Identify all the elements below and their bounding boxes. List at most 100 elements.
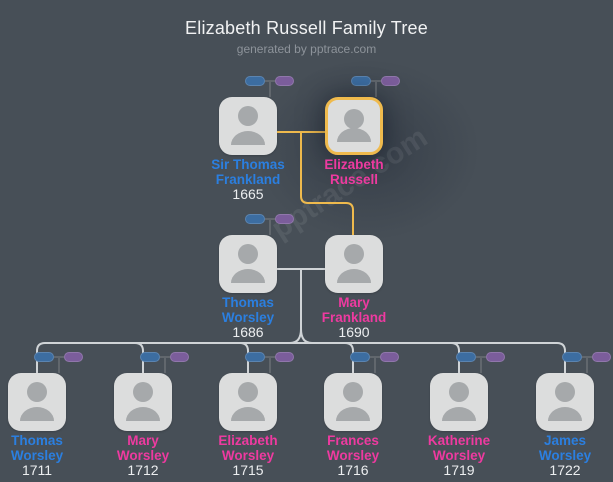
mother-indicator-pill[interactable]: [380, 352, 399, 362]
person-silhouette-icon: [337, 128, 371, 142]
person-silhouette-icon: [344, 109, 364, 129]
father-indicator-pill[interactable]: [245, 214, 265, 224]
person-silhouette-icon: [238, 382, 258, 402]
person-card-james-worsley: James Worsley 1722: [536, 352, 611, 478]
person-label: Frances Worsley 1716: [298, 433, 408, 478]
person-name: Worsley: [326, 448, 380, 463]
portrait[interactable]: [8, 373, 66, 431]
person-name: Mary: [127, 433, 159, 448]
person-label: Thomas Worsley 1711: [0, 433, 92, 478]
pill-stem: [58, 357, 60, 373]
person-card-frances-worsley: Frances Worsley 1716: [324, 352, 399, 478]
mother-indicator-pill[interactable]: [275, 76, 294, 86]
father-indicator-pill[interactable]: [351, 76, 371, 86]
birth-year: 1719: [443, 462, 475, 478]
portrait[interactable]: [324, 373, 382, 431]
person-silhouette-icon: [442, 407, 476, 421]
father-indicator-pill[interactable]: [456, 352, 476, 362]
father-indicator-pill[interactable]: [245, 76, 265, 86]
portrait-highlighted[interactable]: [325, 97, 383, 155]
mother-indicator-pill[interactable]: [275, 352, 294, 362]
parents-indicator: [562, 352, 611, 373]
person-name: James: [543, 433, 587, 448]
person-card-sir-thomas-frankland: Sir Thomas Frankland 1665: [211, 76, 294, 202]
portrait[interactable]: [114, 373, 172, 431]
person-label: Katherine Worsley 1719: [404, 433, 514, 478]
person-silhouette-icon: [231, 131, 265, 145]
person-name: Mary: [338, 295, 370, 310]
person-card-elizabeth-worsley: Elizabeth Worsley 1715: [218, 352, 294, 478]
person-silhouette-icon: [555, 382, 575, 402]
father-indicator-pill[interactable]: [245, 352, 265, 362]
birth-year: 1715: [232, 462, 264, 478]
portrait[interactable]: [325, 235, 383, 293]
person-label: Thomas Worsley 1686: [193, 295, 303, 340]
person-label: Sir Thomas Frankland 1665: [193, 157, 303, 202]
pill-stem: [586, 357, 588, 373]
person-label: Elizabeth Russell: [299, 157, 409, 187]
person-label: James Worsley 1722: [510, 433, 613, 478]
child-drop-lines: [134, 342, 460, 375]
person-name: Thomas: [11, 433, 63, 448]
person-name: Elizabeth: [218, 433, 278, 448]
mother-indicator-pill[interactable]: [486, 352, 505, 362]
person-label: Mary Worsley 1712: [88, 433, 198, 478]
person-name: Frances: [327, 433, 379, 448]
pill-stem: [164, 357, 166, 373]
page-title: Elizabeth Russell Family Tree: [185, 18, 428, 38]
birth-year: 1712: [127, 462, 159, 478]
pill-stem: [269, 81, 271, 97]
pill-stem: [480, 357, 482, 373]
person-name: Katherine: [427, 433, 491, 448]
person-name: Worsley: [221, 448, 275, 463]
pill-stem: [269, 357, 271, 373]
mother-indicator-pill[interactable]: [381, 76, 400, 86]
mother-indicator-pill[interactable]: [64, 352, 83, 362]
portrait[interactable]: [430, 373, 488, 431]
descent-line-to-mary-frankland: [300, 131, 354, 236]
header: Elizabeth Russell Family Tree generated …: [0, 18, 613, 56]
person-card-thomas-worsley-sr: Thomas Worsley 1686: [219, 214, 294, 340]
father-indicator-pill[interactable]: [562, 352, 582, 362]
father-indicator-pill[interactable]: [350, 352, 370, 362]
portrait[interactable]: [536, 373, 594, 431]
birth-year: 1690: [338, 324, 370, 340]
person-silhouette-icon: [336, 407, 370, 421]
parents-indicator: [245, 76, 294, 97]
person-silhouette-icon: [20, 407, 54, 421]
person-name: Worsley: [10, 448, 64, 463]
father-indicator-pill[interactable]: [34, 352, 54, 362]
pill-stem: [375, 81, 377, 97]
birth-year: 1665: [232, 186, 264, 202]
person-name: Sir Thomas: [211, 157, 285, 172]
person-silhouette-icon: [231, 269, 265, 283]
portrait[interactable]: [219, 97, 277, 155]
person-silhouette-icon: [343, 382, 363, 402]
father-indicator-pill[interactable]: [140, 352, 160, 362]
parents-indicator: [245, 214, 294, 235]
person-name: Frankland: [215, 172, 281, 187]
person-silhouette-icon: [133, 382, 153, 402]
person-name: Worsley: [538, 448, 592, 463]
portrait[interactable]: [219, 373, 277, 431]
person-silhouette-icon: [27, 382, 47, 402]
person-card-elizabeth-russell: Elizabeth Russell: [324, 76, 400, 187]
person-silhouette-icon: [344, 244, 364, 264]
person-name: Frankland: [321, 310, 387, 325]
person-silhouette-icon: [238, 106, 258, 126]
parents-indicator: [351, 76, 400, 97]
person-name: Elizabeth: [324, 157, 384, 172]
mother-indicator-pill[interactable]: [275, 214, 294, 224]
person-silhouette-icon: [238, 244, 258, 264]
person-name: Russell: [329, 172, 379, 187]
portrait[interactable]: [219, 235, 277, 293]
person-label: Mary Frankland 1690: [299, 295, 409, 340]
person-name: Thomas: [222, 295, 274, 310]
birth-year: 1711: [21, 462, 53, 478]
mother-indicator-pill[interactable]: [592, 352, 611, 362]
mother-indicator-pill[interactable]: [170, 352, 189, 362]
birth-year: 1716: [337, 462, 369, 478]
person-card-mary-worsley: Mary Worsley 1712: [114, 352, 189, 478]
